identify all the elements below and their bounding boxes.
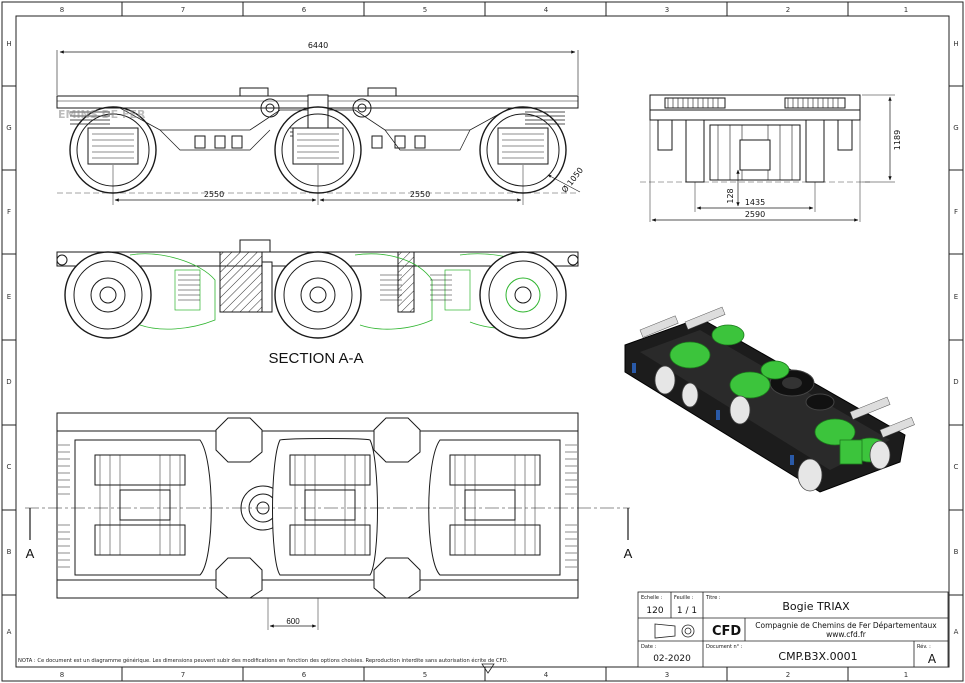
height-dim: 1189 xyxy=(893,130,902,150)
note-text: NOTA : Ce document est un diagramme géné… xyxy=(18,657,509,664)
zone-col-label: 8 xyxy=(60,671,64,679)
zone-row-label: F xyxy=(7,208,11,216)
wheelbase-dim-1: 2550 xyxy=(204,190,224,199)
zone-row-label: E xyxy=(954,293,958,301)
zone-col-label: 4 xyxy=(544,671,549,679)
centering-mark-icon xyxy=(481,663,495,674)
end-view-labels: 1189 1435 2590 128 xyxy=(726,130,902,219)
gauge-dim: 1435 xyxy=(745,198,765,207)
zone-col-label: 5 xyxy=(423,671,427,679)
zone-row-label: H xyxy=(6,40,11,48)
axle-height-dim: 128 xyxy=(726,188,735,203)
zone-col-label: 3 xyxy=(665,671,669,679)
zone-col-label: 7 xyxy=(181,6,185,14)
zone-row-label: G xyxy=(953,124,958,132)
title-block xyxy=(637,591,949,668)
date-value: 02-2020 xyxy=(653,654,691,664)
company-logo: CFD xyxy=(712,624,741,639)
document-value: CMP.B3X.0001 xyxy=(778,650,857,663)
company-url: www.cfd.fr xyxy=(826,630,867,639)
zone-row-label: F xyxy=(954,208,958,216)
date-label: Date : xyxy=(641,644,657,650)
zone-row-label: A xyxy=(954,628,959,636)
zone-col-label: 2 xyxy=(786,6,790,14)
section-view xyxy=(56,239,579,339)
zone-col-label: 2 xyxy=(786,671,790,679)
title-value: Bogie TRIAX xyxy=(782,600,850,613)
zone-col-label: 8 xyxy=(60,6,64,14)
zone-col-label: 5 xyxy=(423,6,427,14)
watermark-text: EMINS DE FER xyxy=(58,108,146,121)
zone-row-label: A xyxy=(7,628,12,636)
zone-col-label: 6 xyxy=(302,671,307,679)
wheelbase-dim-2: 2550 xyxy=(410,190,430,199)
zone-col-label: 3 xyxy=(665,6,669,14)
section-label: SECTION A-A xyxy=(268,350,363,367)
section-mark-right: A xyxy=(624,546,633,561)
scale-label: Echelle : xyxy=(641,595,663,601)
zone-col-label: 7 xyxy=(181,671,185,679)
sheet-label: Feuille : xyxy=(674,595,694,601)
zone-labels: 8 7 6 5 4 3 2 1 8 7 6 5 4 3 2 1 H G F E … xyxy=(6,6,958,679)
zone-row-label: D xyxy=(953,378,958,386)
zone-row-label: G xyxy=(6,124,11,132)
end-view xyxy=(640,94,895,222)
offset-dim: 600 xyxy=(286,617,300,626)
revision-value: A xyxy=(928,652,937,666)
title-label: Titre : xyxy=(705,595,721,601)
document-label: Document n° : xyxy=(706,644,743,650)
revision-label: Rév. : xyxy=(917,643,931,650)
zone-col-label: 1 xyxy=(904,6,908,14)
scale-value: 120 xyxy=(646,606,663,616)
isometric-view xyxy=(624,306,915,493)
zone-row-label: C xyxy=(954,463,959,471)
zone-col-label: 6 xyxy=(302,6,307,14)
zone-col-label: 4 xyxy=(544,6,549,14)
zone-row-label: B xyxy=(7,548,12,556)
side-view xyxy=(56,50,581,205)
zone-row-label: H xyxy=(953,40,958,48)
width-dim: 2590 xyxy=(745,210,765,219)
wheel-diameter-dim: Ø 1050 xyxy=(559,165,585,194)
zone-row-label: E xyxy=(7,293,11,301)
overall-length-dim: 6440 xyxy=(308,41,328,50)
plan-view xyxy=(25,412,630,630)
zone-row-label: D xyxy=(6,378,11,386)
sheet-value: 1 / 1 xyxy=(677,606,697,616)
plan-view-labels: A A 600 xyxy=(26,546,633,626)
zone-col-label: 1 xyxy=(904,671,908,679)
zone-row-label: C xyxy=(7,463,12,471)
zone-row-label: B xyxy=(954,548,959,556)
company-name: Compagnie de Chemins de Fer Départementa… xyxy=(755,621,937,630)
title-block-text: Echelle : 120 Feuille : 1 / 1 Titre : Bo… xyxy=(641,595,937,666)
section-mark-left: A xyxy=(26,546,35,561)
